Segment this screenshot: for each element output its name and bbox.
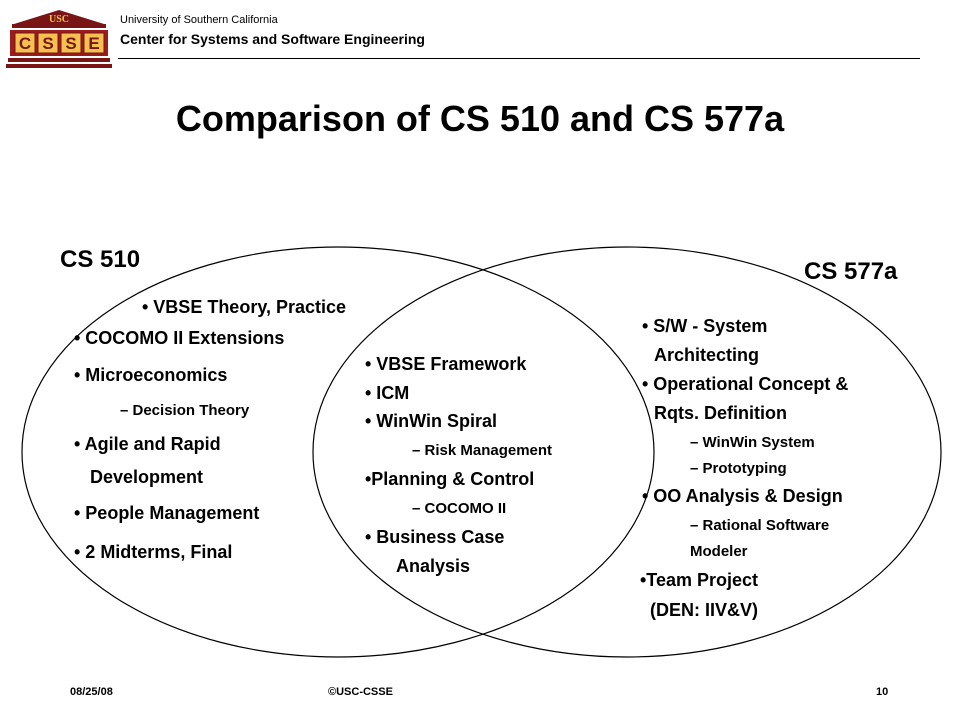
cs510-subitem-decision-theory: – Decision Theory [120,402,250,419]
footer-date: 08/25/08 [70,686,113,698]
cs510-item-exams: • 2 Midterms, Final [74,542,233,562]
overlap-item-winwin: • WinWin Spiral [365,411,497,431]
cs510-item-microeconomics: • Microeconomics [74,365,228,385]
venn-circle-cs510 [21,246,655,658]
cs577a-item-opscon: • Operational Concept & [642,374,849,394]
cs577a-item-sw-system-cont: Architecting [654,345,760,365]
cs510-item-people: • People Management [74,503,260,523]
header-divider [118,58,920,59]
overlap-subitem-risk: – Risk Management [412,442,553,459]
cs510-item-vbse: • VBSE Theory, Practice [142,297,347,317]
footer-copyright: ©USC-CSSE [328,686,393,698]
overlap-item-vbse-framework: • VBSE Framework [365,354,527,374]
overlap-subitem-cocomo: – COCOMO II [412,500,507,517]
cs510-heading: CS 510 [60,246,141,273]
overlap-item-icm: • ICM [365,383,410,403]
center-name: Center for Systems and Software Engineer… [120,31,425,47]
cs510-item-agile-cont: Development [90,467,204,487]
logo-usc-text: USC [49,14,69,25]
cs510-item-cocomo: • COCOMO II Extensions [74,328,285,348]
overlap-item-planning: •Planning & Control [365,469,535,489]
cs577a-subitem-rsm-cont: Modeler [690,543,748,560]
overlap-item-business-case-cont: Analysis [396,556,471,576]
logo-roof [14,10,104,24]
cs577a-heading: CS 577a [804,258,898,285]
cs577a-item-oo: • OO Analysis & Design [642,486,843,506]
cs577a-item-sw-system: • S/W - System [642,316,768,336]
cs577a-item-team-project: •Team Project [640,570,759,590]
slide-title: Comparison of CS 510 and CS 577a [175,98,785,139]
cs577a-subitem-prototyping: – Prototyping [690,460,787,477]
logo-letter-e: E [88,34,99,53]
cs577a-subitem-rsm: – Rational Software [690,517,830,534]
logo-letter-c: C [19,34,31,53]
cs577a-subitem-winwin: – WinWin System [690,434,815,451]
cs510-item-agile: • Agile and Rapid [74,434,221,454]
cs577a-item-team-project-cont: (DEN: IIV&V) [650,600,758,620]
usc-csse-logo: USC C S S E [6,10,112,68]
overlap-item-business-case: • Business Case [365,527,505,547]
logo-letter-s2: S [65,34,76,53]
university-name: University of Southern California [120,14,278,26]
logo-letter-s1: S [42,34,53,53]
venn-circle-cs577a [312,246,942,658]
cs577a-item-opscon-cont: Rqts. Definition [654,403,787,423]
footer-page-number: 10 [876,686,889,698]
